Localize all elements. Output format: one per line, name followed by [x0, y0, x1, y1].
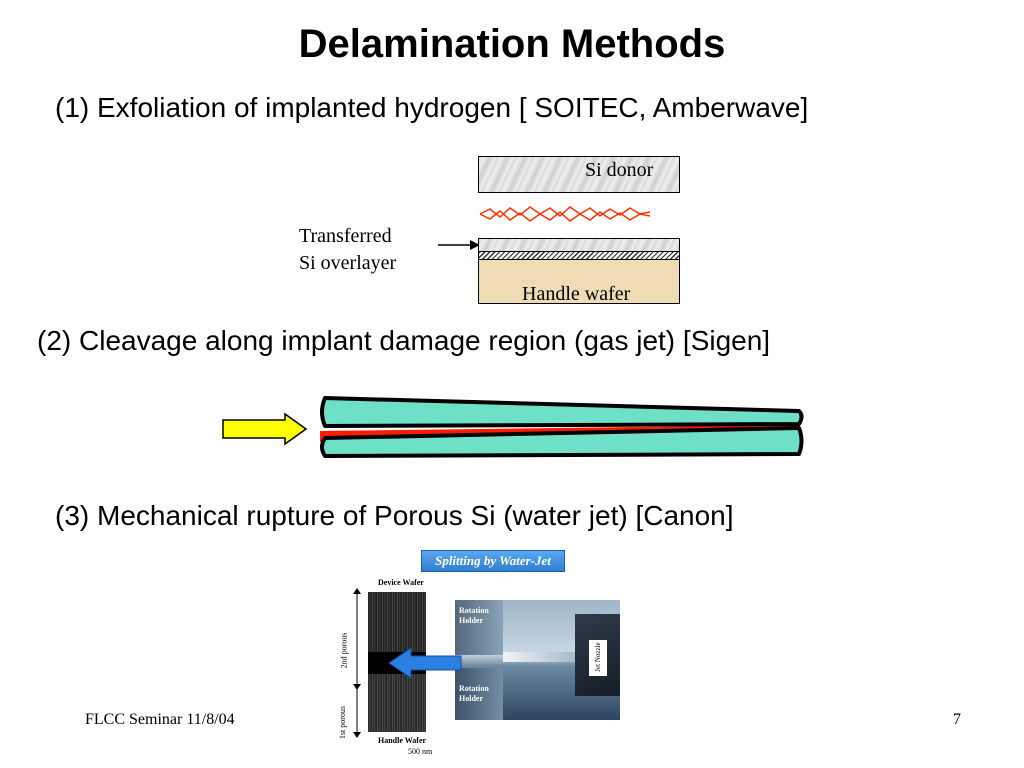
transferred-layer-label: Transferred Si overlayer	[299, 223, 396, 277]
handle-wafer	[478, 259, 680, 304]
gas-jet-arrow	[222, 412, 308, 446]
cleavage-diagram	[222, 396, 804, 458]
jet-apparatus-photo: Jet Nozzle Rotation Holder Rotation Hold…	[455, 600, 620, 720]
splitting-banner-text: Splitting by Water-Jet	[435, 553, 551, 568]
slide-title: Delamination Methods	[298, 22, 726, 66]
hydrogen-exfoliation-spark	[480, 206, 650, 222]
bonding-oxide-layer	[478, 252, 680, 259]
exfoliation-diagram: Si donor Transferred Si overlayer Handle…	[290, 150, 690, 310]
scale-bar-label: 500 nm	[408, 747, 433, 756]
page-number: 7	[953, 711, 961, 728]
transferred-label-line2: Si overlayer	[299, 252, 397, 274]
rotation-holder-top	[455, 600, 503, 655]
transferred-si-overlayer	[478, 238, 680, 252]
handle-wafer-sem-label: Handle Wafer	[378, 736, 427, 745]
method-1-heading: (1) Exfoliation of implanted hydrogen [ …	[55, 92, 809, 123]
si-donor-label: Si donor	[585, 159, 654, 181]
method-3-heading: (3) Mechanical rupture of Porous Si (wat…	[55, 500, 734, 531]
si-donor-wafer	[478, 156, 680, 193]
transferred-label-line1: Transferred	[299, 225, 392, 247]
water-jet-arrow	[388, 647, 462, 679]
device-wafer-sem	[368, 592, 426, 652]
footer-text: FLCC Seminar 11/8/04	[85, 711, 235, 728]
water-jet-figure: Splitting by Water-Jet Device Wafer Hand…	[338, 548, 623, 760]
method-2-heading: (2) Cleavage along implant damage region…	[37, 325, 771, 356]
handle-wafer-sem	[368, 674, 426, 732]
rotation-holder-bottom-label: Rotation Holder	[459, 684, 489, 703]
lower-wafer-layer	[320, 426, 804, 458]
device-wafer-label: Device Wafer	[378, 578, 424, 587]
splitting-banner: Splitting by Water-Jet	[421, 550, 565, 572]
rotation-holder-top-label: Rotation Holder	[459, 606, 489, 625]
wafer-in-holder	[503, 652, 583, 662]
handle-wafer-label: Handle wafer	[522, 283, 631, 305]
rotation-holder-bottom	[455, 668, 503, 720]
overlayer-pointer-arrow	[438, 240, 480, 250]
upper-wafer-layer	[320, 396, 804, 428]
porous-layer-dimension-line	[353, 588, 361, 738]
second-porous-label: 2nd porous	[339, 632, 349, 669]
first-porous-label: 1st porous	[338, 705, 348, 740]
nozzle-tag	[589, 640, 607, 676]
jet-nozzle-label: Jet Nozzle	[594, 642, 602, 672]
